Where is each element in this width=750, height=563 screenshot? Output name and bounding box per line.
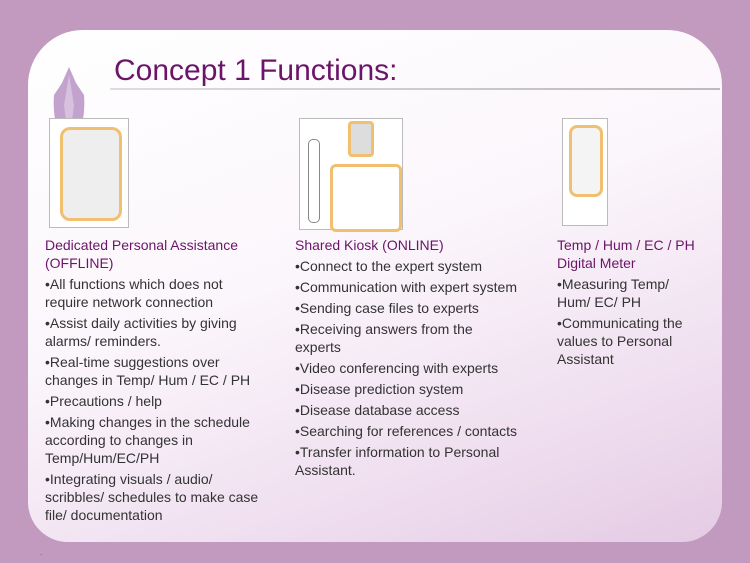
digital-meter-sketch (562, 118, 608, 226)
bullet: •Real-time suggestions over changes in T… (45, 354, 251, 388)
bullet: •Video conferencing with experts (295, 360, 499, 376)
bullet: •Disease prediction system (295, 381, 464, 397)
bullet: •Receiving answers from the experts (295, 321, 473, 355)
bullet: •Searching for references / contacts (295, 423, 518, 439)
column-personal-assistance: Dedicated Personal Assistance (OFFLINE) … (45, 236, 267, 524)
column-heading: Temp / Hum / EC / PH Digital Meter (557, 237, 695, 271)
title-divider (110, 88, 720, 90)
content-panel (28, 30, 722, 542)
footer-mark: . (40, 548, 43, 557)
bullet: •Making changes in the schedule accordin… (45, 414, 250, 466)
bullet: •Communicating the values to Personal As… (557, 315, 683, 367)
bullet: •Communication with expert system (295, 279, 517, 295)
personal-assistant-sketch (49, 118, 129, 228)
column-heading: Dedicated Personal Assistance (OFFLINE) (45, 237, 238, 271)
bullet: •Assist daily activities by giving alarm… (45, 315, 237, 349)
column-digital-meter: Temp / Hum / EC / PH Digital Meter •Meas… (557, 236, 717, 368)
bullet: •Transfer information to Personal Assist… (295, 444, 500, 478)
bullet: •Measuring Temp/ Hum/ EC/ PH (557, 276, 670, 310)
bullet: •Precautions / help (45, 393, 162, 409)
bullet: •Sending case files to experts (295, 300, 479, 316)
shared-kiosk-sketch (299, 118, 403, 232)
page-title: Concept 1 Functions: (114, 54, 398, 87)
column-shared-kiosk: Shared Kiosk (ONLINE) •Connect to the ex… (295, 236, 535, 479)
bullet: •Disease database access (295, 402, 460, 418)
bullet: •Integrating visuals / audio/ scribbles/… (45, 471, 259, 523)
bullet: •All functions which does not require ne… (45, 276, 223, 310)
bullet: •Connect to the expert system (295, 258, 482, 274)
column-heading: Shared Kiosk (ONLINE) (295, 237, 444, 253)
